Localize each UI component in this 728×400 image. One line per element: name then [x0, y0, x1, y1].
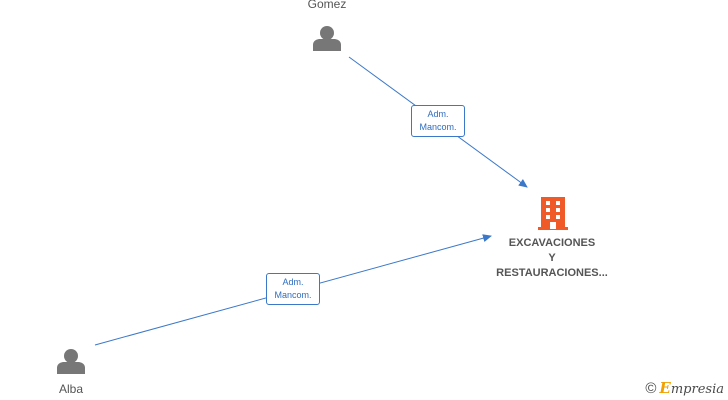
company-name-line-3: RESTAURACIONES...	[496, 267, 608, 279]
brand-initial: E	[659, 379, 671, 397]
edge-label-line: Mancom.	[274, 290, 312, 300]
person-icon[interactable]	[313, 26, 341, 51]
edge-label-line: Adm.	[282, 277, 304, 287]
person-icon[interactable]	[57, 349, 85, 374]
edge-label-gomez[interactable]: Adm. Mancom.	[411, 105, 465, 137]
person-name-gomez[interactable]: Gomez	[307, 0, 347, 11]
company-name-line-2: Y	[548, 252, 556, 264]
brand-watermark: ©Empresia	[645, 379, 724, 397]
brand-name: mpresia	[670, 382, 724, 397]
edge-label-line: Mancom.	[419, 122, 457, 132]
edge-label-line: Adm.	[427, 109, 449, 119]
company-name[interactable]: EXCAVACIONES Y RESTAURACIONES...	[482, 236, 622, 281]
edge-label-alba[interactable]: Adm. Mancom.	[266, 273, 320, 305]
person-name-alba[interactable]: Alba	[58, 382, 84, 396]
company-name-line-1: EXCAVACIONES	[508, 237, 596, 249]
copyright-symbol: ©	[645, 380, 657, 397]
building-icon[interactable]	[538, 197, 568, 230]
